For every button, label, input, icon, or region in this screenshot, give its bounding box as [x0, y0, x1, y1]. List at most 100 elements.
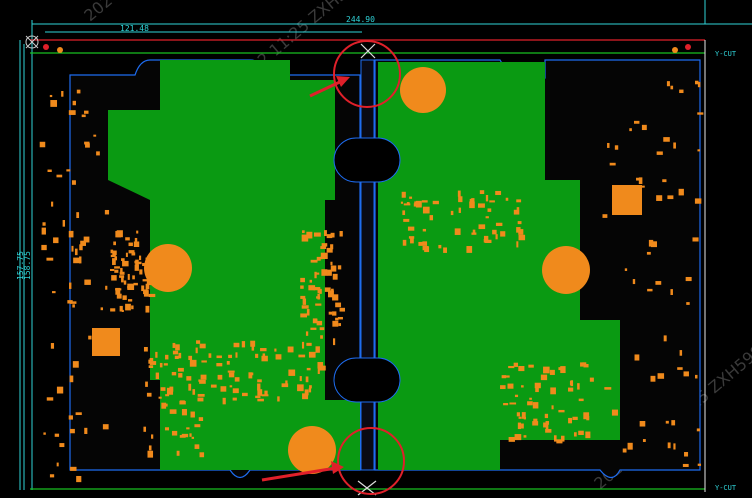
smd-pad — [513, 209, 520, 215]
smd-pad — [320, 256, 323, 260]
smd-pad — [646, 251, 651, 255]
smd-pad — [216, 363, 223, 367]
smd-pad — [316, 320, 323, 326]
smd-pad — [257, 398, 264, 402]
smd-pad — [673, 142, 676, 149]
smd-pad — [697, 112, 704, 115]
smd-pad — [241, 341, 246, 348]
smd-pad — [485, 194, 489, 202]
smd-pad — [192, 389, 196, 395]
smd-pad — [324, 230, 327, 237]
smd-pad — [227, 370, 235, 373]
smd-pad — [338, 323, 342, 327]
smd-pad — [102, 424, 109, 430]
smd-pad — [306, 367, 311, 371]
fiducial-marker — [57, 47, 63, 53]
smd-pad — [220, 386, 227, 392]
smd-pad — [558, 409, 565, 413]
smd-pad — [68, 415, 73, 420]
smd-pad — [197, 397, 204, 402]
smd-pad — [304, 389, 309, 396]
smd-pad — [306, 309, 310, 316]
smd-pad — [186, 427, 190, 430]
smd-pad — [138, 255, 142, 261]
smd-pad — [88, 335, 92, 340]
smd-pad — [686, 302, 690, 305]
smd-pad — [297, 384, 304, 392]
smd-pad — [255, 395, 261, 399]
smd-pad — [540, 374, 548, 381]
smd-pad — [131, 305, 134, 310]
board-right[interactable] — [374, 59, 701, 479]
large-pad — [400, 67, 446, 113]
smd-pad — [589, 377, 594, 382]
smd-pad — [550, 387, 556, 395]
smd-pad — [281, 383, 289, 388]
smd-pad — [568, 387, 574, 392]
smd-pad — [189, 359, 197, 367]
board-left[interactable] — [69, 59, 361, 479]
smd-pad — [632, 279, 636, 285]
smd-pad — [332, 338, 336, 346]
large-pad — [542, 246, 590, 294]
smd-pad — [51, 201, 54, 207]
smd-pad — [178, 352, 182, 359]
smd-pad — [305, 331, 309, 336]
smd-pad — [114, 256, 118, 261]
smd-pad — [483, 238, 487, 243]
smd-pad — [663, 137, 670, 142]
smd-pad — [330, 265, 337, 272]
smd-pad — [105, 285, 108, 290]
smd-pad — [119, 305, 123, 312]
smd-pad — [69, 428, 75, 434]
smd-pad — [413, 203, 417, 207]
smd-pad — [529, 397, 532, 400]
smd-pad — [41, 227, 46, 235]
smd-pad — [332, 311, 337, 316]
smd-pad — [694, 80, 699, 85]
smd-pad — [634, 354, 640, 361]
smd-pad — [611, 409, 618, 416]
smd-pad — [309, 385, 312, 389]
smd-pad — [641, 124, 647, 131]
smd-pad — [312, 318, 318, 324]
smd-pad — [469, 201, 475, 209]
smd-pad — [141, 285, 145, 292]
smd-pad — [72, 100, 76, 106]
smd-pad — [288, 369, 296, 376]
smd-pad — [148, 359, 151, 364]
smd-pad — [516, 207, 520, 210]
smd-pad — [298, 354, 306, 358]
smd-pad — [422, 241, 428, 246]
smd-pad — [216, 355, 222, 359]
smd-pad — [113, 241, 117, 246]
smd-pad — [484, 239, 492, 243]
smd-pad — [194, 424, 201, 428]
smd-pad — [339, 307, 345, 312]
smd-pad — [199, 452, 205, 458]
smd-pad — [656, 195, 663, 201]
smd-pad — [149, 361, 157, 365]
smd-pad — [228, 354, 233, 359]
smd-pad — [143, 346, 148, 352]
smd-pad — [573, 432, 577, 437]
smd-pad — [96, 151, 100, 156]
smd-pad — [580, 362, 584, 367]
smd-pad — [697, 149, 701, 152]
smd-pad — [518, 229, 524, 235]
smd-pad — [257, 379, 262, 383]
smd-pad — [545, 421, 550, 425]
smd-pad — [432, 200, 439, 205]
smd-pad — [516, 412, 521, 417]
smd-pad — [79, 244, 83, 251]
smd-pad — [72, 304, 75, 308]
smd-pad — [492, 229, 497, 235]
smd-pad — [61, 91, 64, 97]
smd-pad — [582, 362, 587, 366]
smd-pad — [317, 293, 320, 300]
smd-pad — [585, 431, 591, 439]
smd-pad — [199, 379, 206, 384]
smd-pad — [553, 435, 557, 442]
smd-pad — [308, 351, 316, 358]
